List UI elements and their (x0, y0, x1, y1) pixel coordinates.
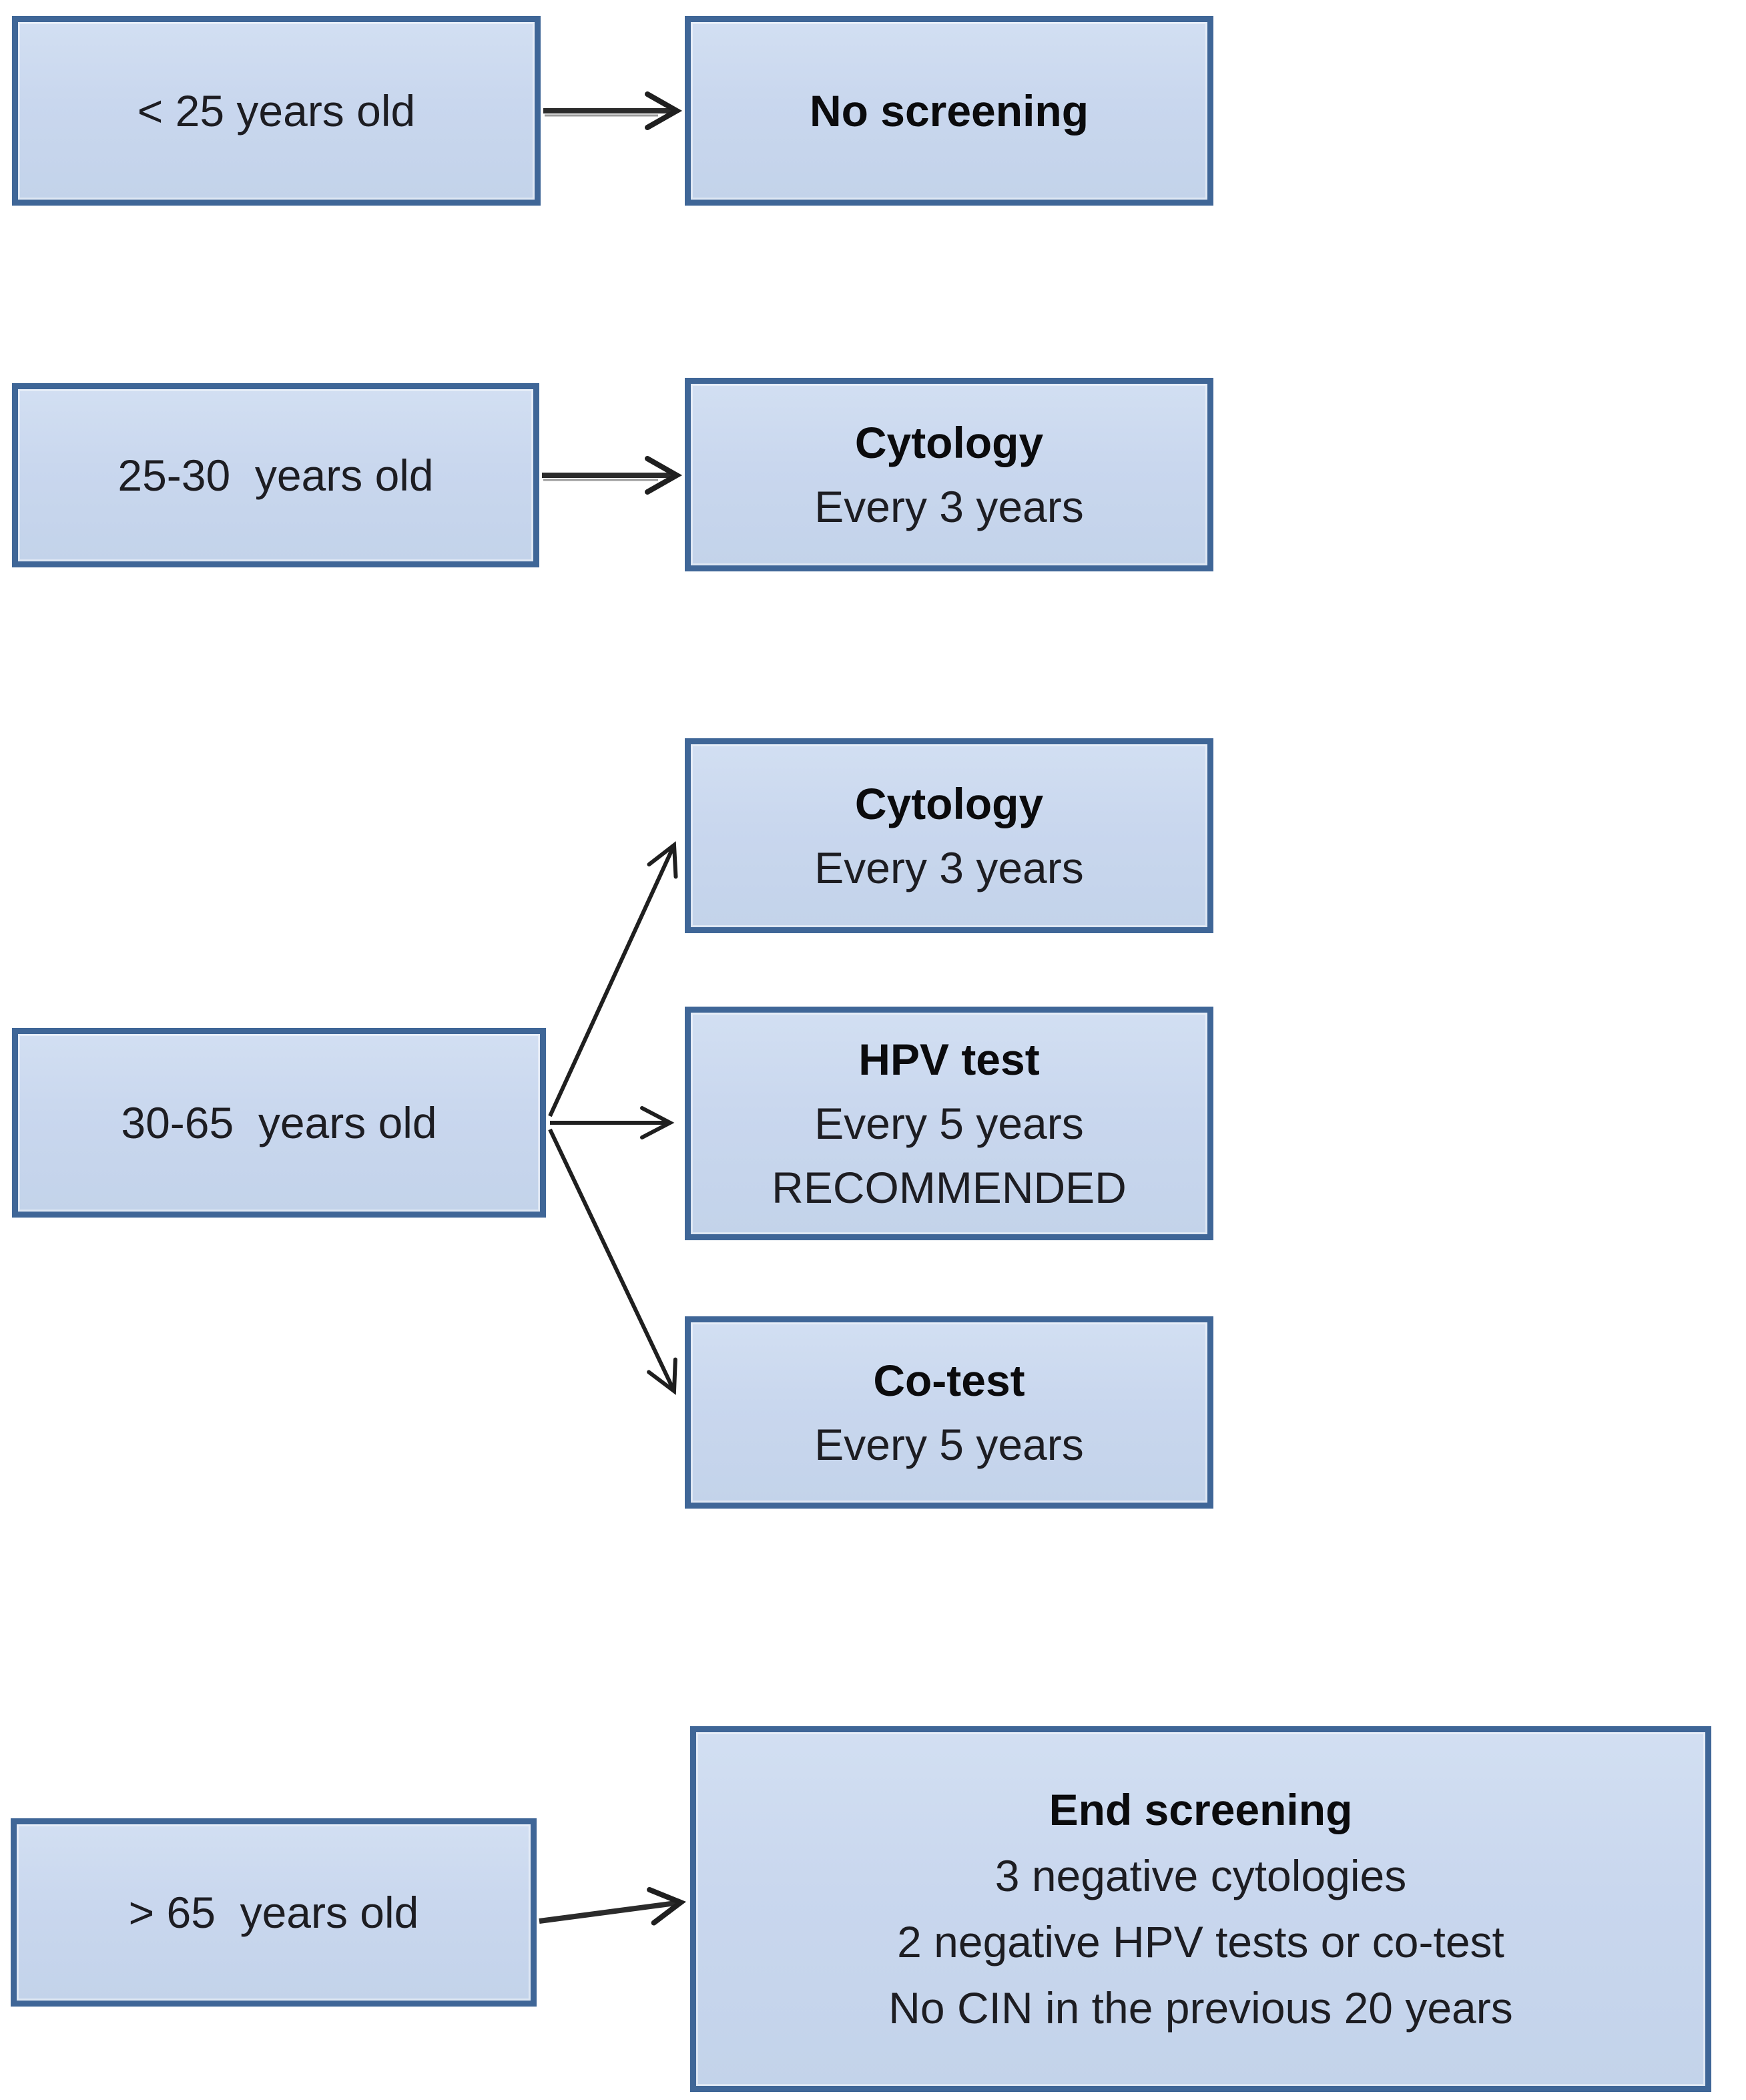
no-screening-title: No screening (809, 86, 1089, 136)
end-screening-criterion-3: No CIN in the previous 20 years (888, 1983, 1513, 2033)
co-test-title: Co-test (873, 1356, 1025, 1405)
node-end-screening: End screening 3 negative cytologies 2 ne… (690, 1726, 1711, 2092)
age-under-25-label: < 25 years old (137, 86, 416, 136)
end-screening-title: End screening (1049, 1785, 1353, 1834)
arrow-30-65-to-cytology (548, 841, 678, 1117)
arrow-over65-to-end-screening (539, 1886, 687, 1926)
node-age-30-65: 30-65 years old (12, 1028, 546, 1218)
cytology-30-65-title: Cytology (854, 779, 1044, 828)
cytology-25-30-frequency: Every 3 years (814, 482, 1084, 531)
node-age-over-65: > 65 years old (11, 1818, 537, 2007)
age-over-65-label: > 65 years old (128, 1888, 419, 1937)
end-screening-criterion-2: 2 negative HPV tests or co-test (897, 1917, 1504, 1966)
node-cytology-25-30: Cytology Every 3 years (685, 378, 1213, 571)
node-age-under-25: < 25 years old (12, 16, 541, 206)
arrow-30-65-to-co-test (548, 1128, 677, 1395)
node-no-screening: No screening (685, 16, 1213, 206)
cytology-30-65-frequency: Every 3 years (814, 843, 1084, 892)
hpv-test-frequency: Every 5 years (814, 1099, 1084, 1148)
node-hpv-test: HPV test Every 5 years RECOMMENDED (685, 1007, 1213, 1240)
hpv-test-title: HPV test (858, 1035, 1040, 1084)
node-age-25-30: 25-30 years old (12, 383, 539, 567)
age-30-65-label: 30-65 years old (121, 1098, 437, 1147)
age-25-30-label: 25-30 years old (117, 451, 434, 500)
node-cytology-30-65: Cytology Every 3 years (685, 738, 1213, 933)
node-co-test: Co-test Every 5 years (685, 1316, 1213, 1509)
co-test-frequency: Every 5 years (814, 1420, 1084, 1469)
hpv-test-note: RECOMMENDED (772, 1163, 1127, 1212)
cytology-25-30-title: Cytology (854, 418, 1044, 467)
end-screening-criterion-1: 3 negative cytologies (994, 1851, 1407, 1900)
